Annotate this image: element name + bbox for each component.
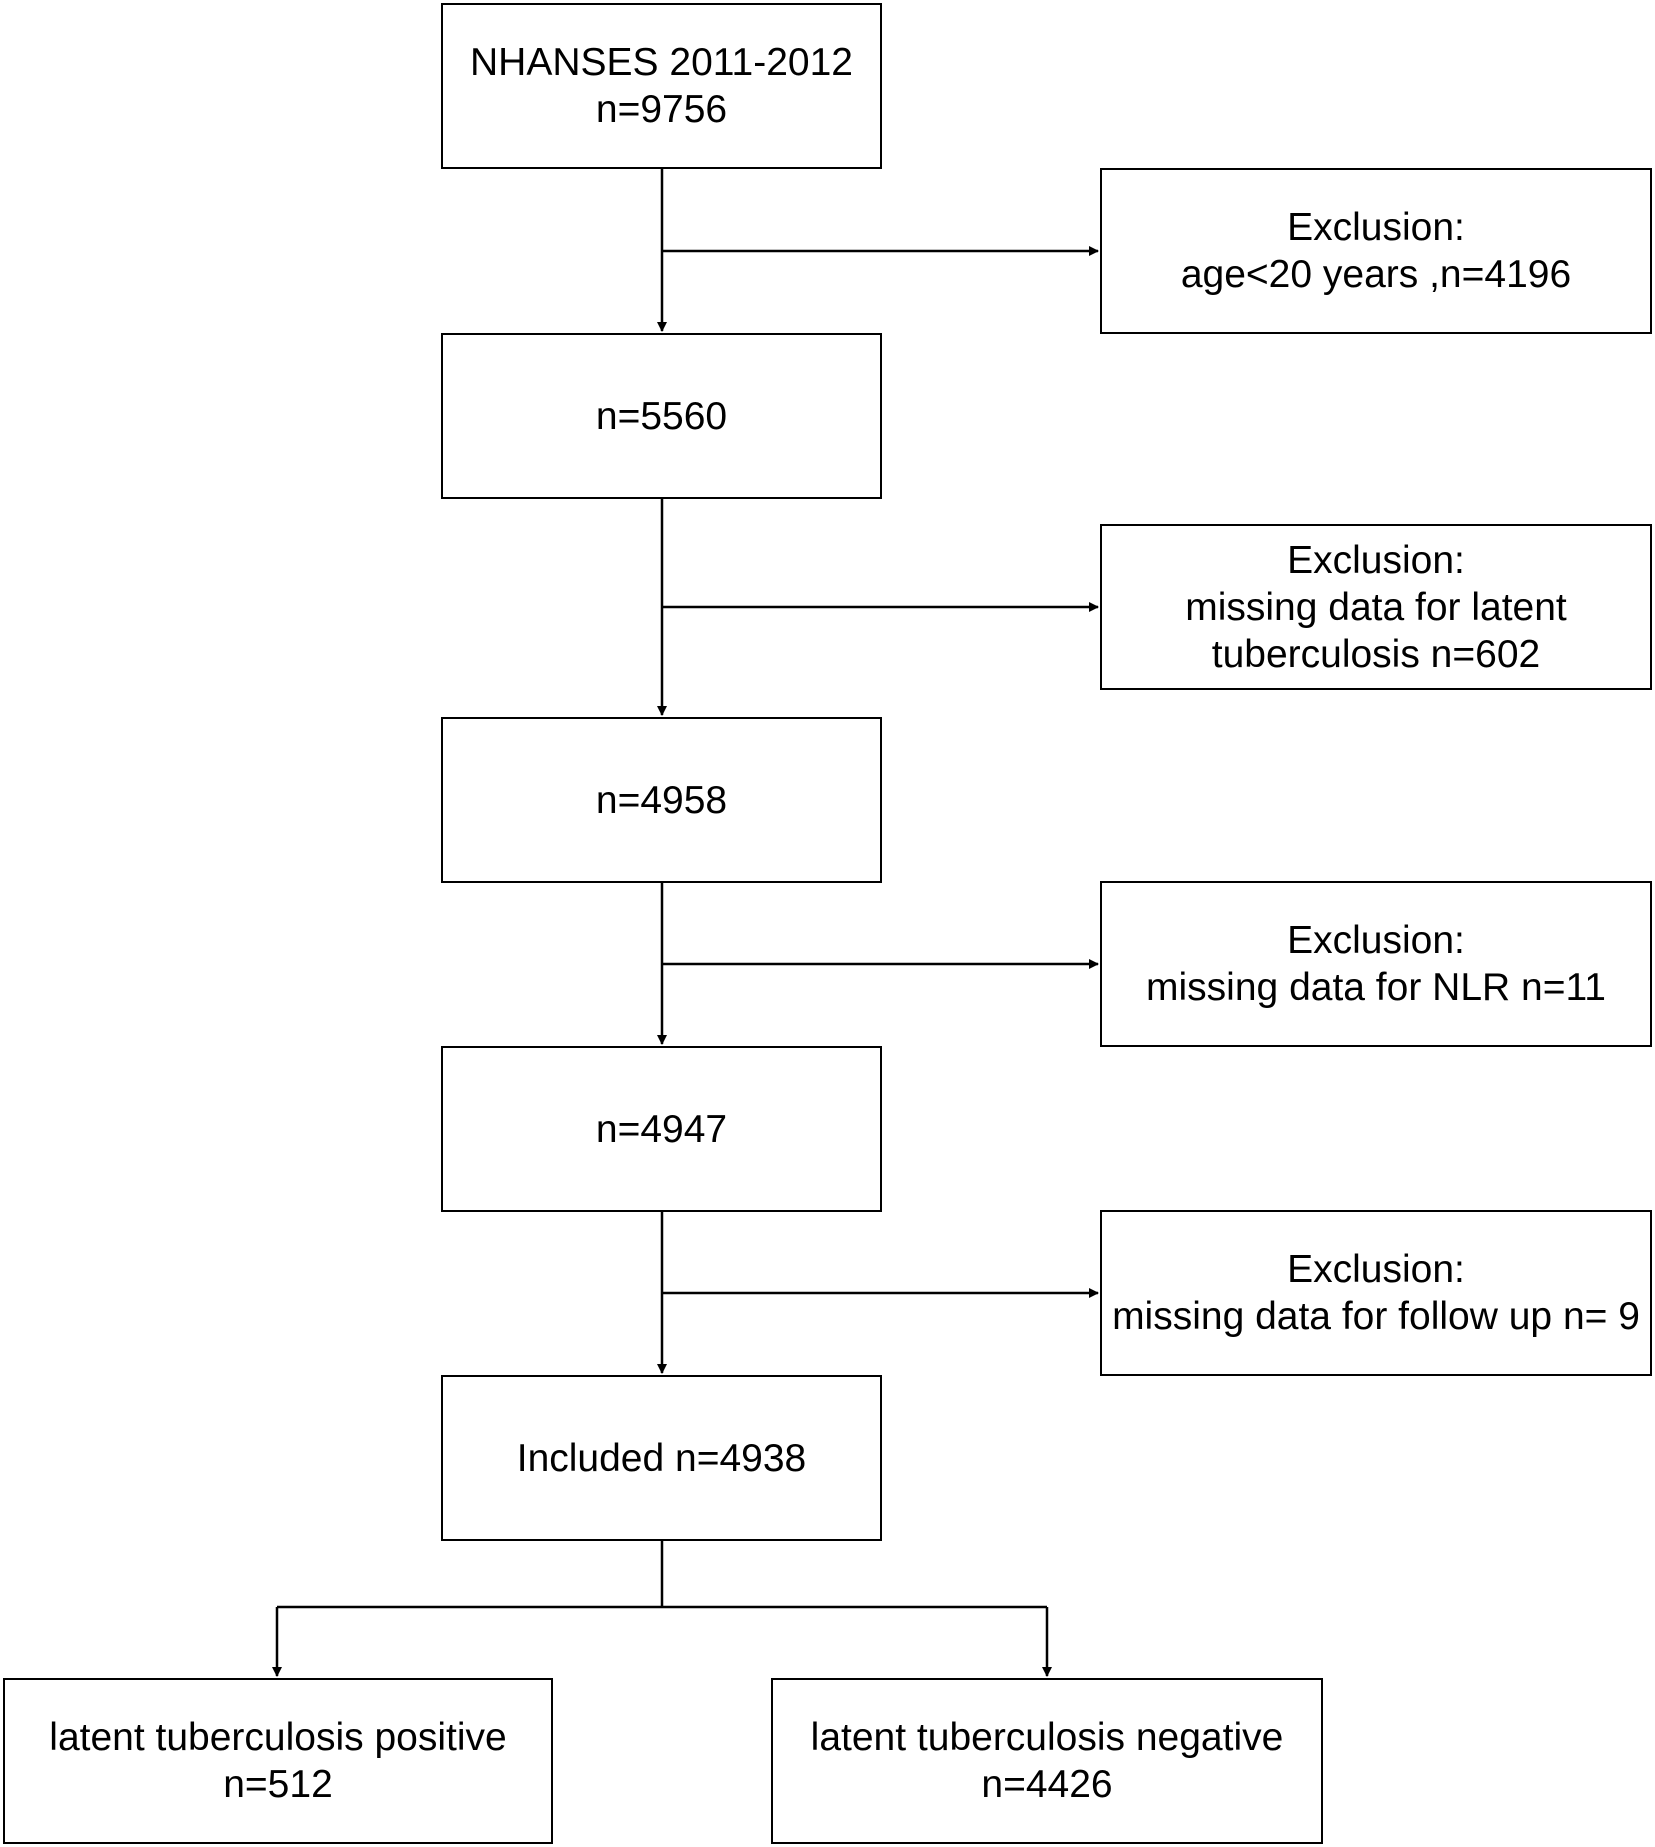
step1-box-count: n=5560 xyxy=(595,394,728,438)
start-box: NHANSES 2011-2012 n=9756 xyxy=(441,3,882,169)
exclusion4-box: Exclusion: missing data for follow up n=… xyxy=(1100,1210,1652,1376)
start-box-count: n=9756 xyxy=(595,88,728,131)
exclusion1-reason: age<20 years ,n=4196 xyxy=(1180,253,1572,296)
positive-group-label: latent tuberculosis positive xyxy=(49,1716,507,1759)
negative-group-box: latent tuberculosis negative n=4426 xyxy=(771,1678,1323,1844)
positive-group-count: n=512 xyxy=(223,1763,333,1806)
exclusion1-title: Exclusion: xyxy=(1287,206,1465,249)
step3-box-count: n=4947 xyxy=(595,1107,728,1151)
step2-box-count: n=4958 xyxy=(595,778,728,822)
negative-group-label: latent tuberculosis negative xyxy=(810,1716,1284,1759)
exclusion3-box: Exclusion: missing data for NLR n=11 xyxy=(1100,881,1652,1047)
exclusion2-box: Exclusion: missing data for latent tuber… xyxy=(1100,524,1652,690)
exclusion1-box: Exclusion: age<20 years ,n=4196 xyxy=(1100,168,1652,334)
exclusion2-title: Exclusion: xyxy=(1287,538,1465,582)
step2-box: n=4958 xyxy=(441,717,882,883)
step1-box: n=5560 xyxy=(441,333,882,499)
included-box-count: Included n=4938 xyxy=(516,1436,807,1480)
exclusion3-reason: missing data for NLR n=11 xyxy=(1146,966,1606,1009)
step3-box: n=4947 xyxy=(441,1046,882,1212)
exclusion4-reason: missing data for follow up n= 9 xyxy=(1112,1295,1640,1338)
exclusion4-title: Exclusion: xyxy=(1287,1248,1465,1291)
exclusion2-reason-line1: missing data for latent xyxy=(1185,585,1567,629)
exclusion2-reason-line2: tuberculosis n=602 xyxy=(1211,632,1541,676)
start-box-title: NHANSES 2011-2012 xyxy=(470,41,853,84)
negative-group-count: n=4426 xyxy=(981,1763,1113,1806)
included-box: Included n=4938 xyxy=(441,1375,882,1541)
exclusion3-title: Exclusion: xyxy=(1287,919,1465,962)
positive-group-box: latent tuberculosis positive n=512 xyxy=(3,1678,553,1844)
